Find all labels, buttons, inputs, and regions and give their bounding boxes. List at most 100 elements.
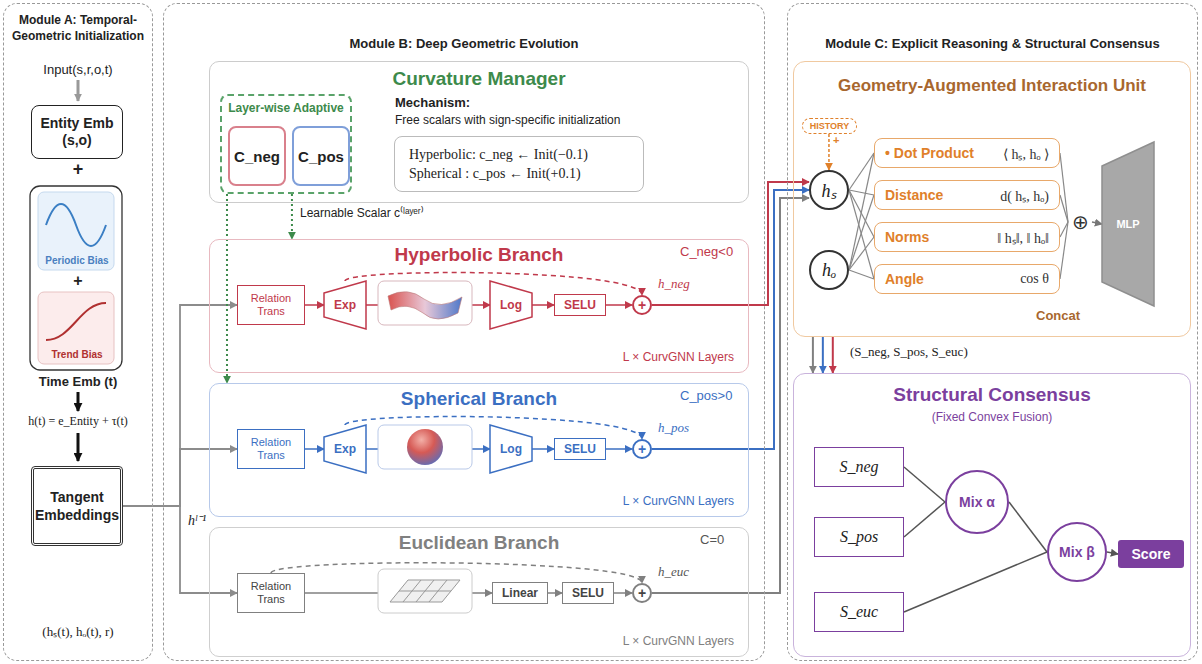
activation-box: SELU (562, 582, 614, 604)
connector (606, 304, 632, 306)
annotation-label: h(t) = e_Entity + τ(t) (3, 414, 153, 429)
consensus-panel: Structural Consensus(Fixed Convex Fusion… (793, 373, 1191, 657)
residual-add: + (632, 583, 652, 603)
log-map: Log (490, 281, 532, 329)
node-text: Spherical Branch (210, 388, 748, 410)
connector (652, 182, 809, 305)
connector (305, 304, 324, 306)
history-tag: HISTORY (802, 118, 857, 134)
mlp-block: MLP (1102, 142, 1154, 306)
output-box: Score (1118, 540, 1184, 568)
node-text: S_neg (839, 458, 878, 476)
annotation-label: C_pos>0 (680, 388, 732, 403)
node-text: Exp (334, 442, 356, 456)
node-text: Relation Trans (238, 292, 304, 318)
node-text: d( hₛ, hₒ) (1000, 186, 1049, 205)
node-text: Log (500, 298, 522, 312)
node-text: cos θ (1020, 271, 1049, 287)
connector (849, 195, 874, 270)
node-text: Curvature Manager (210, 68, 748, 90)
connector (532, 448, 554, 450)
connector (828, 134, 830, 170)
node-text: ⊕ (1072, 211, 1089, 233)
branch-panel: Euclidean BranchL × CurvGNN LayersRelati… (209, 527, 749, 657)
flow-arrow (77, 392, 80, 411)
node-text: Structural Consensus (794, 384, 1190, 406)
exp-map: Exp (324, 425, 366, 473)
spherical-space-frame (378, 425, 472, 469)
feature-box: Angle cos θ (874, 264, 1060, 294)
flow-arrow (77, 80, 80, 101)
node-text: Tangent Embeddings (34, 488, 120, 524)
annotation-label: Free scalars with sign-specific initiali… (395, 113, 620, 127)
node-text: MLP (1116, 218, 1139, 230)
node-text: L × CurvGNN Layers (623, 494, 734, 508)
sine-curve (46, 204, 106, 246)
residual-add: + (632, 439, 652, 459)
node-text: L × CurvGNN Layers (623, 634, 734, 648)
annotation-label: h_neg (658, 276, 690, 292)
log-map: Log (490, 425, 532, 473)
concat-symbol: ⊕ (1068, 210, 1092, 234)
score-box: S_neg (814, 447, 904, 487)
node-text: L × CurvGNN Layers (623, 350, 734, 364)
node-text: Angle (885, 271, 924, 287)
euclidean-space-frame (378, 569, 472, 613)
annotation-label: (hₛ(t), hₒ(t), r) (3, 622, 153, 640)
connector (305, 448, 324, 450)
connector (904, 502, 945, 537)
node-text: S_euc (840, 603, 878, 621)
node-text: ‖ hₛ‖, ‖ hₒ‖ (997, 228, 1049, 247)
connector (1092, 222, 1102, 224)
connector (904, 552, 1047, 612)
node-text: + (638, 442, 646, 456)
log-map-outline (490, 425, 532, 473)
connector (1009, 502, 1047, 552)
annotation-label: h_pos (658, 420, 689, 436)
connector (904, 467, 945, 502)
sphere-surface (407, 429, 443, 465)
connector (1060, 153, 1068, 222)
connector (652, 198, 809, 593)
init-box: Hyperbolic: c_neg ← Init(−0.1)Spherical … (394, 136, 644, 192)
connector (291, 194, 293, 239)
node-text: SELU (564, 298, 596, 312)
embedding-box: Tangent Embeddings (31, 466, 123, 546)
node-text: SELU (572, 586, 604, 600)
node-text: C_pos (298, 148, 344, 165)
feature-box: Distance d( hₛ, hₒ) (874, 180, 1060, 210)
connector (548, 592, 562, 594)
node-text: Distance (885, 187, 943, 203)
annotation-label: + (3, 159, 153, 180)
connector (849, 153, 874, 270)
hyperbolic-space-frame (378, 281, 472, 325)
node-text: Module B: Deep Geometric Evolution (164, 36, 764, 51)
node-text: C_neg (234, 148, 280, 165)
node-text: • Dot Product (885, 145, 974, 161)
curvature-box: C_pos (292, 126, 350, 186)
connector (123, 506, 237, 593)
annotation-label: + (3, 271, 153, 291)
adaptive-box: Layer-wise AdaptiveC_negC_pos (220, 94, 352, 194)
node-text: ⟨ hₛ, hₒ ⟩ (1003, 144, 1049, 163)
annotation-label: C=0 (700, 532, 724, 547)
activation-box: SELU (554, 438, 606, 460)
saddle-surface (388, 292, 462, 319)
connector (652, 190, 809, 449)
connector (226, 194, 228, 383)
bias-box: Periodic Bias (39, 193, 115, 271)
mix-node: Mix β (1047, 522, 1107, 582)
connector (1107, 552, 1118, 554)
annotation-label: Input(s,r,o,t) (3, 62, 153, 77)
module-panel: Module A: Temporal-Geometric Initializat… (3, 3, 153, 661)
edge-label: (S_neg, S_pos, S_euc) (848, 344, 970, 360)
node-text: + (638, 586, 646, 600)
connector (849, 190, 874, 279)
node-text: Exp (334, 298, 356, 312)
node-text: Relation Trans (238, 580, 304, 606)
node-text: HISTORY (810, 121, 850, 131)
connector (606, 448, 632, 450)
interaction-panel: Geometry-Augmented Interaction UnitHISTO… (793, 61, 1191, 337)
node-text: Trend Bias (51, 349, 102, 360)
